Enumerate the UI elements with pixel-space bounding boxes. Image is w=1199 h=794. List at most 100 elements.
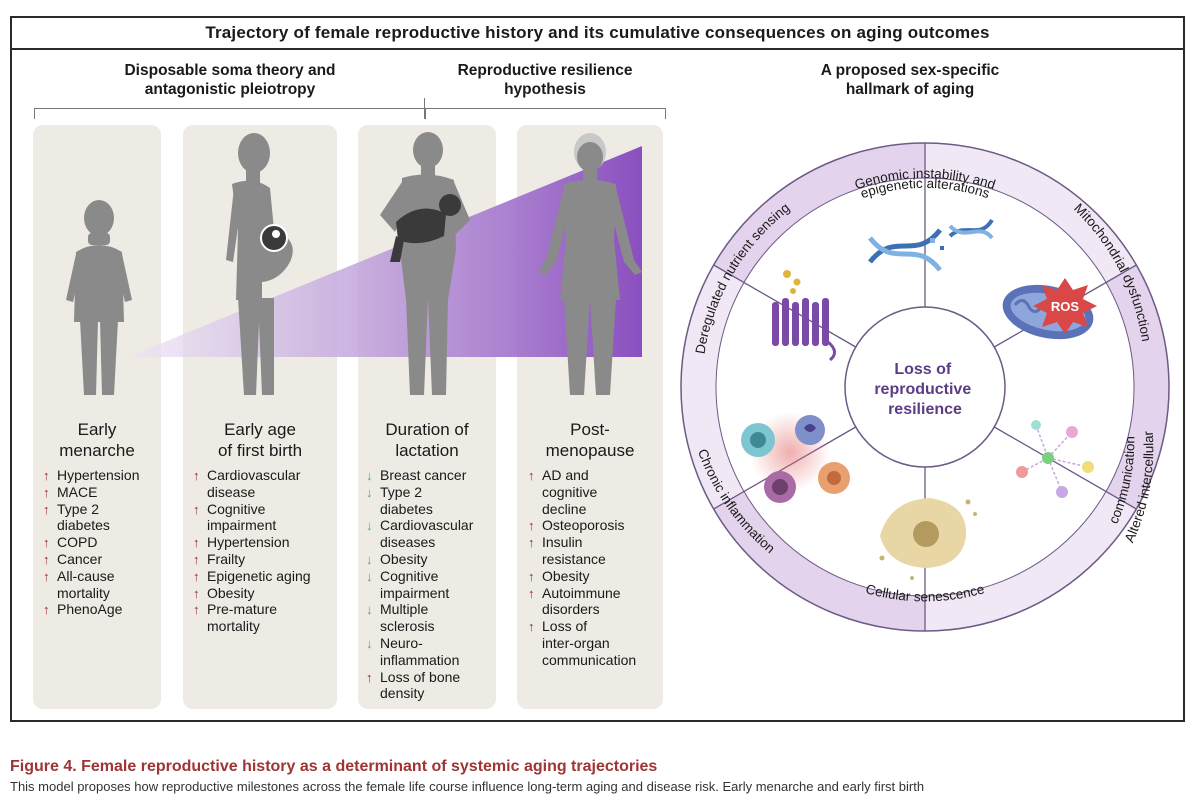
stage-title-line: Post-	[570, 420, 610, 439]
heading-reproductive-resilience: Reproductive resilience hypothesis	[400, 61, 690, 99]
heading-line: antagonistic pleiotropy	[144, 81, 316, 98]
bracket-center-tick	[424, 98, 425, 108]
infant	[390, 194, 461, 262]
outcome-item: ↑Obesity	[528, 568, 663, 585]
outcome-item: ↑Hypertension	[43, 467, 161, 484]
arrow-down-icon: ↓	[366, 568, 373, 584]
stage-title-line: menopause	[545, 441, 635, 460]
wheel-band-segment	[681, 265, 745, 509]
outcome-text: inter-organ	[542, 634, 610, 651]
arrow-up-icon: ↑	[43, 568, 50, 584]
caption-text: This model proposes how reproductive mil…	[10, 779, 925, 794]
heading-disposable-soma: Disposable soma theory and antagonistic …	[60, 61, 400, 99]
caption-title: Figure 4. Female reproductive history as…	[10, 758, 658, 775]
svg-text:Loss of reproductive r: Loss of reproductive resilience	[874, 361, 975, 418]
outcome-item: ↓ Obesity	[366, 551, 496, 568]
stage-title-line: Early age	[224, 420, 296, 439]
outcome-text: Frailty	[207, 550, 246, 567]
wheel-center-circle	[844, 306, 1006, 468]
bracket-right	[424, 108, 666, 119]
outcome-text: Cancer	[57, 550, 103, 567]
outcome-text: Obesity	[207, 584, 255, 601]
outcome-text: Pre-mature	[207, 601, 278, 618]
wheel-band-segment	[713, 143, 925, 283]
outcome-text: Osteoporosis	[542, 517, 625, 534]
figure-frame: Trajectory of female reproductive histor…	[10, 16, 1185, 722]
wheel-band-segment	[713, 491, 925, 631]
arrow-up-icon: ↑	[193, 551, 200, 567]
outcome-text: density	[380, 685, 425, 702]
stage-title-line: of first birth	[217, 441, 303, 460]
outcome-text: mortality	[57, 584, 110, 601]
outcome-text: diseases	[380, 534, 436, 551]
bracket-left	[34, 108, 426, 119]
stage-title-lactation: Duration of lactation	[358, 419, 496, 461]
outcome-item: ↑ Obesity	[193, 585, 337, 602]
outcome-text: cognitive	[542, 483, 598, 500]
stage-title-line: Early	[77, 420, 117, 439]
outcome-text: COPD	[57, 534, 98, 551]
outcome-text: Cognitive	[380, 567, 439, 584]
arrow-up-icon: ↑	[43, 501, 50, 517]
outcome-text: Obesity	[380, 550, 428, 567]
outcome-text: All-cause	[57, 567, 115, 584]
outcome-text: Cognitive	[207, 500, 266, 517]
outcome-text: Loss of bone	[380, 668, 461, 685]
arrow-down-icon: ↓	[366, 468, 373, 483]
arrow-up-icon: ↑	[193, 535, 200, 551]
arrow-up-icon: ↑	[528, 518, 535, 534]
arrow-up-icon: ↑	[43, 484, 50, 500]
outcome-text: Autoimmune	[542, 584, 621, 601]
outcome-text: Hypertension	[207, 534, 290, 551]
outcome-item: ↑PhenoAge	[43, 601, 161, 618]
outcome-item: ↓Breast cancer	[366, 467, 496, 484]
wheel-band-segment	[925, 491, 1137, 631]
outcome-text: diabetes	[380, 500, 433, 517]
cell-network-icon	[1016, 420, 1094, 498]
dna-helix-icon	[868, 218, 994, 272]
outcome-text: sclerosis	[380, 618, 435, 635]
arrow-up-icon: ↑	[193, 585, 200, 601]
outcome-item: ↑ COPD	[43, 534, 161, 551]
arrow-up-icon: ↑	[43, 602, 50, 618]
arrow-up-icon: ↑	[528, 585, 535, 601]
outcome-text: Insulin	[542, 534, 583, 551]
arrow-up-icon: ↑	[528, 568, 535, 584]
arrow-down-icon: ↓	[366, 551, 373, 567]
wheel-band-segment	[925, 143, 1137, 283]
center-label-line: Loss of	[894, 361, 952, 378]
heading-line: hypothesis	[504, 81, 586, 98]
outcome-item: ↓Neuro-inflammation	[366, 635, 496, 669]
outcome-text: diabetes	[57, 517, 110, 534]
outcome-text: communication	[542, 651, 637, 668]
receptor-protein-icon	[772, 270, 836, 362]
outcome-text: Neuro-	[380, 634, 423, 651]
outcome-text: AD and	[542, 467, 589, 483]
outcome-text: Epigenetic aging	[207, 567, 311, 584]
stage-title-early-menarche: Early menarche	[33, 419, 161, 461]
outcome-text: Cardiovascular	[207, 467, 301, 483]
outcome-text: disorders	[542, 601, 600, 618]
arrow-up-icon: ↑	[366, 669, 373, 685]
arrow-up-icon: ↑	[43, 551, 50, 567]
outcome-item: ↑ Cancer	[43, 551, 161, 568]
stage-title-first-birth: Early age of first birth	[183, 419, 337, 461]
heading-hallmark: A proposed sex-specific hallmark of agin…	[780, 61, 1040, 99]
arrow-up-icon: ↑	[43, 535, 50, 551]
